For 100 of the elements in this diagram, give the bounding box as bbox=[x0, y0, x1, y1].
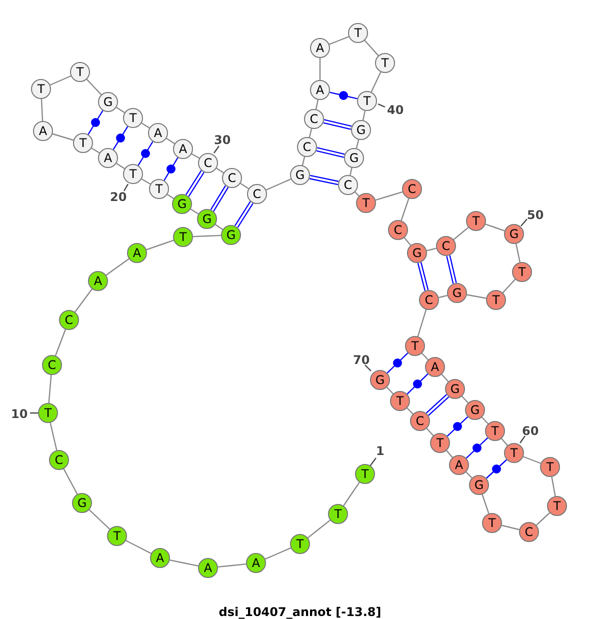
nucleotide-circle: T bbox=[123, 108, 143, 128]
backbone-line bbox=[364, 40, 379, 56]
base-pair-line bbox=[185, 170, 205, 197]
nucleotide-circle: T bbox=[38, 403, 58, 423]
nucleotide-circle: C bbox=[519, 522, 539, 542]
nucleotide-circle: G bbox=[172, 194, 192, 214]
backbone-line bbox=[40, 98, 44, 122]
nucleotide-circle: A bbox=[449, 455, 469, 475]
nucleotide-circle: G bbox=[351, 120, 371, 140]
nucleotide-circle: T bbox=[73, 133, 93, 153]
nucleotide-circle: T bbox=[486, 290, 506, 310]
backbone-line bbox=[426, 428, 434, 436]
base-pair-line bbox=[330, 92, 358, 100]
nucleotide-circle: T bbox=[31, 79, 51, 99]
nucleotide-circle: T bbox=[348, 23, 368, 43]
backbone-line bbox=[485, 224, 505, 232]
nucleotide-circle: G bbox=[370, 370, 390, 390]
nucleotide-circle: A bbox=[425, 357, 445, 377]
backbone-line bbox=[343, 482, 360, 506]
backbone-line bbox=[88, 509, 110, 530]
base-pair-line bbox=[234, 201, 254, 228]
backbone-line bbox=[426, 248, 436, 252]
backbone-line bbox=[502, 278, 516, 294]
nucleotide-circle: C bbox=[410, 411, 430, 431]
nucleotide-circle: T bbox=[390, 391, 410, 411]
nucleotide-circle: C bbox=[402, 179, 422, 199]
backbone-line bbox=[264, 547, 292, 560]
nucleotide-circle: A bbox=[310, 38, 330, 58]
backbone-line bbox=[466, 294, 486, 299]
backbone-line bbox=[453, 226, 469, 240]
backbone-line bbox=[370, 72, 382, 92]
nucleotide-circle: T bbox=[290, 534, 310, 554]
base-pair-line bbox=[164, 157, 178, 181]
nucleotide-circle: C bbox=[304, 109, 324, 129]
nucleotide-circle: T bbox=[107, 526, 127, 546]
nucleotide-circle: T bbox=[357, 91, 377, 111]
nucleotide-circle: A bbox=[148, 123, 168, 143]
backbone-line bbox=[91, 148, 100, 154]
nucleotide-circle: T bbox=[328, 504, 348, 524]
base-pair-line bbox=[138, 141, 154, 166]
base-pair-line bbox=[486, 459, 508, 479]
nucleotide-circle: T bbox=[405, 336, 425, 356]
backbone-line bbox=[191, 153, 200, 159]
nucleotide-circle: C bbox=[388, 220, 408, 240]
backbone-line bbox=[216, 168, 224, 174]
base-pair-line bbox=[406, 374, 428, 394]
nucleotide-circle: G bbox=[504, 224, 524, 244]
backbone-line bbox=[307, 520, 331, 538]
backbone-line bbox=[350, 168, 352, 176]
backbone-line bbox=[63, 468, 78, 494]
nucleotide-circle: T bbox=[70, 62, 90, 82]
backbone-line bbox=[551, 476, 556, 496]
nucleotide-circle: C bbox=[338, 175, 358, 195]
backbone-line bbox=[308, 128, 312, 138]
nucleotide-circle: G bbox=[447, 283, 467, 303]
base-pair-line bbox=[316, 147, 346, 158]
nucleotide-circle: A bbox=[246, 553, 266, 573]
nucleotide-circle: T bbox=[430, 433, 450, 453]
backbone-line bbox=[141, 178, 151, 185]
backbone-line bbox=[482, 494, 490, 514]
base-pair-line bbox=[417, 262, 429, 292]
backbone-line bbox=[319, 58, 321, 80]
position-number: 10 bbox=[11, 407, 28, 421]
nucleotide-circle: A bbox=[33, 121, 53, 141]
nucleotide-circle: C bbox=[222, 168, 242, 188]
backbone-line bbox=[146, 240, 174, 250]
nucleotide-circle: G bbox=[469, 475, 489, 495]
backbone-line bbox=[501, 438, 508, 446]
base-pair-line bbox=[386, 352, 408, 374]
backbone-line bbox=[400, 198, 410, 221]
backbone-line bbox=[48, 374, 52, 404]
backbone-line bbox=[362, 110, 366, 120]
nucleotide-circle: T bbox=[123, 164, 143, 184]
nucleotide-circle: C bbox=[42, 355, 62, 375]
nucleotide-circle: T bbox=[482, 513, 502, 533]
nucleotide-circle: A bbox=[173, 139, 193, 159]
nucleotide-circle: G bbox=[407, 243, 427, 263]
nucleotide-circle: A bbox=[310, 80, 330, 100]
base-pair-line bbox=[466, 437, 488, 459]
backbone-line bbox=[218, 563, 246, 568]
backbone-line bbox=[536, 512, 550, 526]
nucleotide-circle: T bbox=[173, 227, 193, 247]
nucleotide-circle: C bbox=[247, 184, 267, 204]
nucleotide-circle: G bbox=[344, 148, 364, 168]
backbone-line bbox=[54, 329, 66, 356]
position-number: 70 bbox=[353, 353, 370, 367]
backbone-line bbox=[192, 234, 222, 238]
backbone-line bbox=[170, 559, 198, 567]
backbone-line bbox=[116, 162, 125, 170]
nucleotide-circle: G bbox=[445, 379, 465, 399]
nucleotide-circle: G bbox=[98, 92, 118, 112]
backbone-line bbox=[240, 182, 249, 190]
nucleotide-circle: C bbox=[297, 137, 317, 157]
nucleotide-circle: G bbox=[221, 225, 241, 245]
backbone-line bbox=[356, 140, 360, 148]
nucleotide-circle: C bbox=[49, 450, 69, 470]
nucleotide-circle: G bbox=[197, 209, 217, 229]
backbone-line bbox=[50, 75, 72, 86]
backbone-line bbox=[441, 374, 449, 382]
nucleotide-circle: T bbox=[355, 464, 375, 484]
